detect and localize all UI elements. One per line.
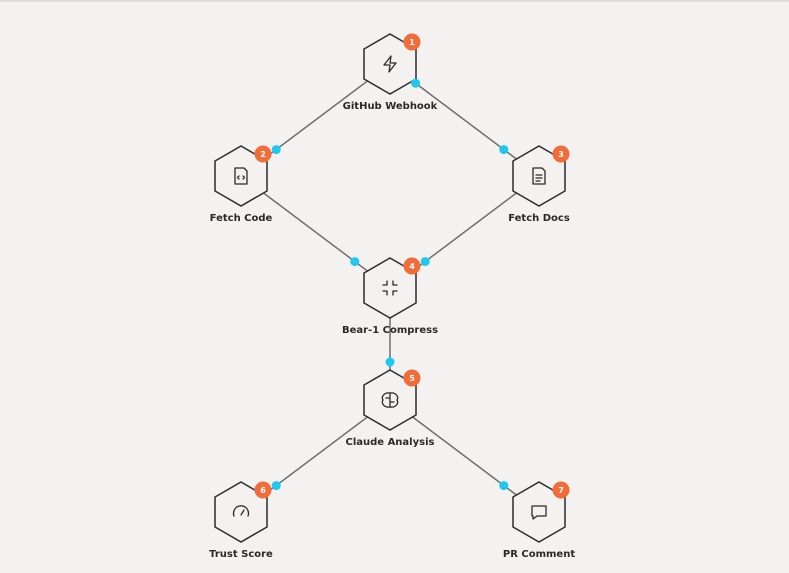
- lightning-icon: [383, 55, 397, 73]
- node-label: Bear-1 Compress: [342, 325, 438, 336]
- edge-claude-analysis-to-pr-comment: [389, 399, 540, 513]
- step-badge: [403, 33, 421, 51]
- step-badge-number: 4: [409, 262, 415, 271]
- connector-dot-pr-comment[interactable]: [499, 481, 509, 491]
- step-badge-number: 7: [558, 486, 564, 495]
- top-border: [0, 0, 789, 2]
- code-file-icon: [234, 167, 248, 185]
- edge-fetch-code-to-bear-1-compress: [240, 175, 391, 289]
- step-badge: [403, 257, 421, 275]
- step-badge: [403, 369, 421, 387]
- connector-dot-fetch-docs[interactable]: [499, 145, 509, 155]
- connector-dot-bear-1-compress[interactable]: [420, 257, 430, 267]
- step-badge-number: 2: [260, 150, 266, 159]
- gauge-icon: [232, 505, 250, 517]
- step-badge: [254, 481, 272, 499]
- connector-dot-fetch-code[interactable]: [271, 145, 281, 155]
- connector-dot-trust-score[interactable]: [271, 481, 281, 491]
- node-label: Trust Score: [209, 549, 273, 560]
- step-badge: [552, 145, 570, 163]
- node-label: Claude Analysis: [346, 437, 435, 448]
- compress-arrows-icon: [382, 280, 398, 296]
- step-badge-number: 5: [409, 374, 415, 383]
- step-badge-number: 6: [260, 486, 266, 495]
- connector-dots-layer: [271, 78, 509, 491]
- node-label: Fetch Docs: [508, 213, 570, 224]
- document-icon: [532, 167, 546, 185]
- step-badge-number: 1: [409, 38, 415, 47]
- node-label: PR Comment: [503, 549, 575, 560]
- connector-dot-github-webhook-output[interactable]: [411, 78, 421, 88]
- brain-icon: [381, 392, 399, 408]
- step-badge-number: 3: [558, 150, 564, 159]
- step-badge: [552, 481, 570, 499]
- connector-dot-bear-1-compress[interactable]: [350, 257, 360, 267]
- comment-icon: [531, 505, 547, 520]
- step-badge: [254, 145, 272, 163]
- node-pr-comment[interactable]: 7 PR Comment: [503, 481, 575, 561]
- node-label: Fetch Code: [210, 213, 273, 224]
- connector-dot-claude-analysis[interactable]: [385, 357, 395, 367]
- node-label: GitHub Webhook: [343, 101, 438, 112]
